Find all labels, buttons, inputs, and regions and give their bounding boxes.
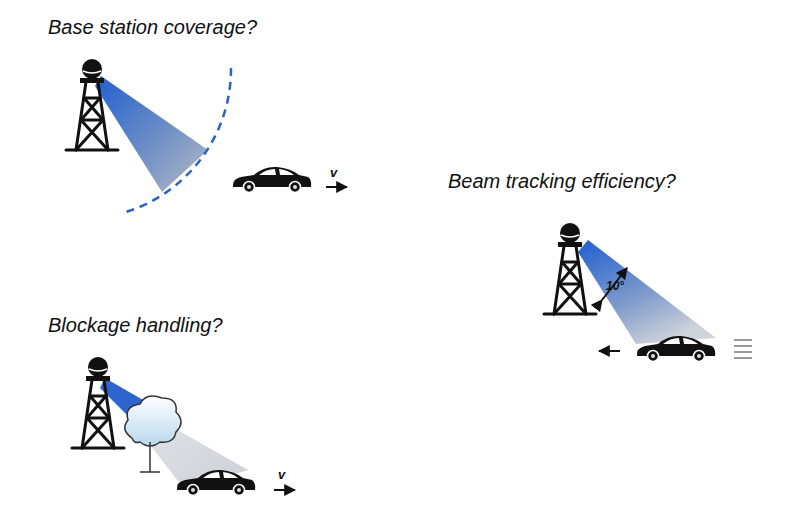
tree	[125, 396, 181, 446]
velocity-label: v	[330, 166, 337, 180]
panel-heading: Beam tracking efficiency?	[448, 170, 676, 192]
panel-heading: Blockage handling?	[48, 314, 223, 336]
velocity-label: v	[278, 468, 285, 482]
coverage-boundary	[126, 68, 231, 212]
velocity-arrow	[326, 186, 347, 188]
angle-label: 10°	[606, 280, 624, 293]
tree-trunk	[149, 442, 151, 472]
panel-heading: Base station coverage?	[48, 16, 257, 38]
velocity-arrow	[599, 350, 620, 352]
car	[637, 336, 715, 362]
velocity-arrow	[274, 489, 295, 491]
base-station	[544, 223, 596, 314]
car	[177, 470, 255, 496]
speed-lines	[734, 340, 752, 358]
base-station	[72, 357, 124, 448]
car	[233, 167, 311, 193]
angle-marker	[602, 268, 627, 300]
base-station	[66, 59, 118, 150]
beam	[95, 76, 208, 192]
beam	[578, 240, 716, 344]
ground	[140, 471, 160, 473]
